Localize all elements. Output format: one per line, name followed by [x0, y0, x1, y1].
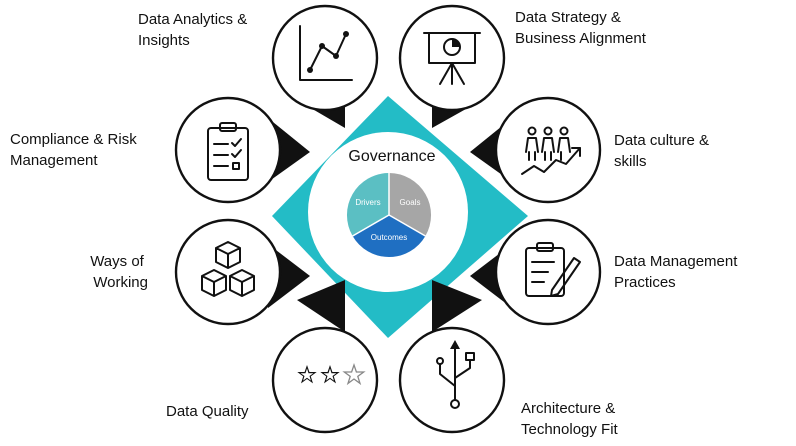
- label-architecture: Architecture & Technology Fit: [521, 400, 619, 438]
- label-ways-of-working: Ways of Working: [90, 253, 148, 291]
- cubes-icon: [201, 241, 255, 297]
- node-data-culture: [494, 96, 602, 204]
- label-data-culture: Data culture & skills: [614, 132, 713, 170]
- node-data-strategy: [398, 4, 506, 112]
- node-data-management: [494, 218, 602, 326]
- label-data-quality: Data Quality: [166, 403, 249, 420]
- pie-label-outcomes: Outcomes: [371, 233, 407, 242]
- star-rating-icon: [297, 362, 366, 386]
- usb-icon: [436, 340, 475, 409]
- label-data-analytics: Data Analytics & Insights: [138, 11, 251, 49]
- people-growth-icon: [521, 126, 581, 175]
- label-data-management: Data Management Practices: [614, 253, 742, 291]
- label-data-strategy: Data Strategy & Business Alignment: [515, 9, 647, 47]
- node-data-quality: [271, 326, 379, 434]
- label-compliance: Compliance & Risk Management: [10, 131, 141, 169]
- node-ways-of-working: [174, 218, 282, 326]
- pie-label-goals: Goals: [400, 198, 421, 207]
- wedge-data-quality: [297, 280, 345, 332]
- governance-pie: Drivers Goals Outcomes: [346, 172, 432, 258]
- clipboard-pen-icon: [525, 242, 581, 297]
- pie-label-drivers: Drivers: [355, 198, 380, 207]
- line-chart-icon: [299, 25, 353, 81]
- center-title: Governance: [348, 148, 435, 165]
- checklist-icon: [207, 122, 249, 181]
- wedge-architecture: [432, 280, 482, 332]
- node-architecture: [398, 326, 506, 434]
- presentation-board-icon: [423, 32, 481, 85]
- node-data-analytics: [271, 4, 379, 112]
- node-compliance: [174, 96, 282, 204]
